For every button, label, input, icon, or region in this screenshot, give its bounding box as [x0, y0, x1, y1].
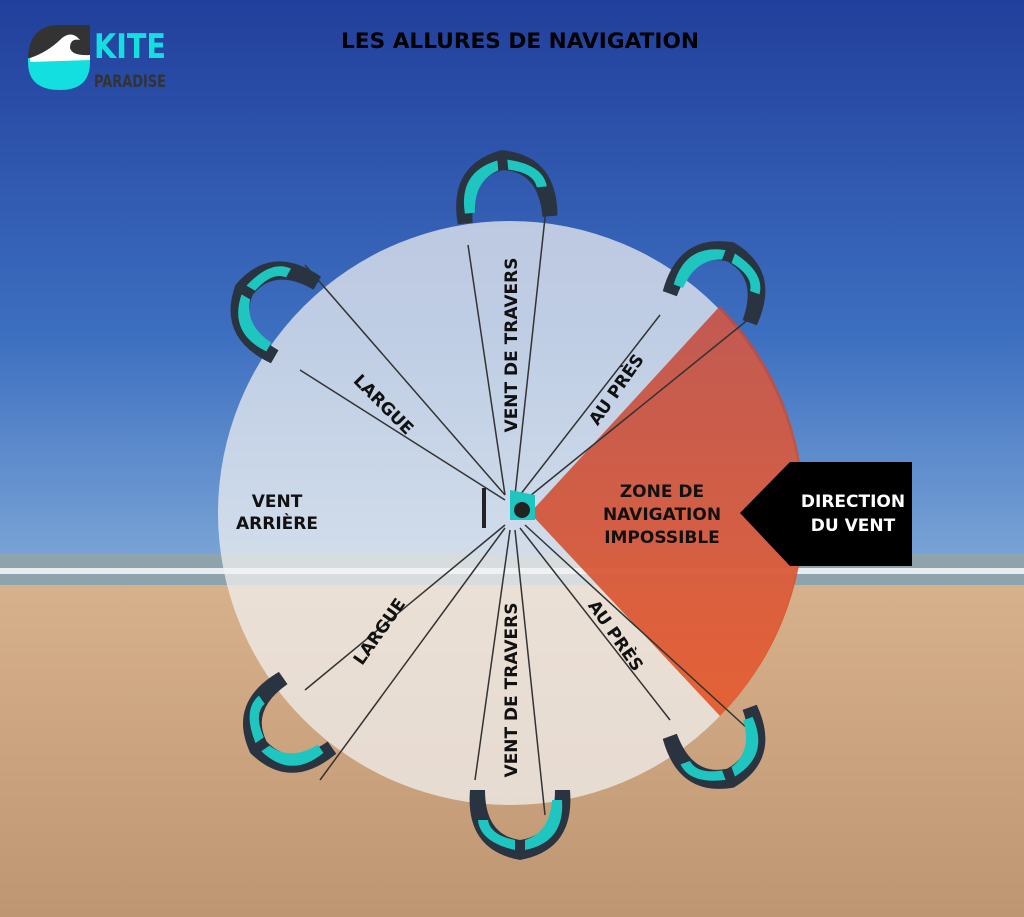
label-vent-arriere-1: VENT [252, 492, 303, 512]
label-vent-de-travers-bottom: VENT DE TRAVERS [502, 603, 522, 778]
wave-icon [30, 34, 90, 62]
zone-label-3: IMPOSSIBLE [604, 528, 720, 548]
svg-text:KITE: KITE [94, 27, 166, 67]
logo: KITE PARADISE [28, 25, 166, 92]
svg-text:PARADISE: PARADISE [94, 72, 166, 92]
page-title: LES ALLURES DE NAVIGATION [341, 29, 699, 53]
zone-label-1: ZONE DE [620, 482, 704, 502]
no-go-zone [530, 306, 805, 716]
wind-label-2: DU VENT [811, 516, 896, 536]
wind-direction-arrow-icon [740, 462, 912, 566]
label-vent-de-travers-top: VENT DE TRAVERS [502, 258, 522, 433]
kite-lines [299, 189, 761, 816]
rider [482, 488, 535, 528]
wind-label-1: DIRECTION [801, 492, 905, 512]
zone-label-2: NAVIGATION [603, 505, 721, 525]
label-vent-arriere-2: ARRIÈRE [236, 512, 318, 534]
